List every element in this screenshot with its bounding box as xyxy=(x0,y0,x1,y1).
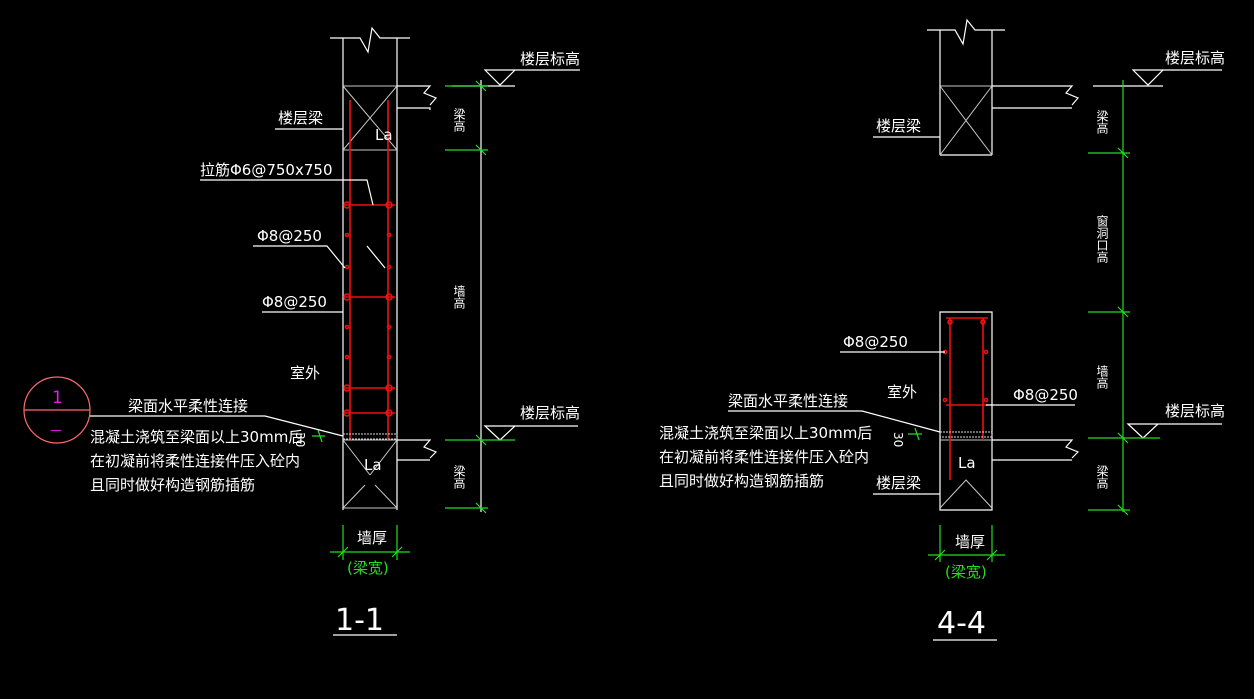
section-title: 4-4 xyxy=(937,606,986,641)
upper-wall xyxy=(927,18,1005,156)
bottom-beam-box xyxy=(939,439,993,509)
note-line-3: 且同时做好构造钢筋插筋 xyxy=(90,476,255,494)
rebar-dots xyxy=(343,201,393,417)
vertical-rebar xyxy=(349,100,389,440)
elevation-symbol-top xyxy=(1093,69,1222,87)
wall-column xyxy=(330,26,410,510)
anchor-top-label: La xyxy=(375,126,393,144)
elevation-symbol-bottom xyxy=(1126,423,1222,439)
dim-30-mark xyxy=(312,429,325,443)
wall-thickness-label: 墙厚 xyxy=(357,529,387,547)
beam-width-label: (梁宽) xyxy=(347,559,389,577)
top-beam-box xyxy=(342,85,398,151)
note-line-1: 混凝土浇筑至梁面以上30mm后 xyxy=(90,428,303,446)
section-title: 1-1 xyxy=(335,603,384,638)
lower-wall xyxy=(939,311,993,511)
dim-wall-height: 墙高 xyxy=(1095,365,1109,390)
dim-beam-height-bottom: 梁高 xyxy=(452,464,466,490)
floor-beam-label: 楼层梁 xyxy=(278,109,323,127)
bottom-slab xyxy=(992,439,1080,461)
rebar-label-2: Φ8@250 xyxy=(1013,386,1078,404)
detail-marker-number: 1 xyxy=(52,388,63,408)
beam-width-label: (梁宽) xyxy=(945,563,987,581)
wall-thickness-dim xyxy=(928,525,1005,562)
wall-thickness-label: 墙厚 xyxy=(955,533,985,551)
note-leader xyxy=(728,410,941,433)
detail-marker-sheet: — xyxy=(50,423,62,437)
bottom-beam-box xyxy=(342,439,398,509)
dim-line xyxy=(1088,80,1160,516)
rebars xyxy=(946,317,988,480)
tie-bars xyxy=(345,204,395,414)
note-line-1: 混凝土浇筑至梁面以上30mm后 xyxy=(659,424,872,442)
top-slab xyxy=(397,85,437,110)
dim-ticks xyxy=(445,80,515,514)
elevation-label-bottom: 楼层标高 xyxy=(1165,402,1225,420)
outdoor-label: 室外 xyxy=(290,364,320,382)
elevation-symbol-top xyxy=(452,69,580,87)
section-4-4: 楼层梁 Φ8@250 Φ8@250 室外 La 楼层梁 30 楼层标高 楼层标高… xyxy=(659,18,1225,641)
rebar-label-2: Φ8@250 xyxy=(262,293,327,311)
dim-wall-height: 墙高 xyxy=(452,285,466,310)
note-title: 梁面水平柔性连接 xyxy=(128,397,248,415)
top-slab xyxy=(992,85,1079,109)
wall-thickness-dim xyxy=(330,525,410,560)
dim-beam-height-top: 梁高 xyxy=(1095,109,1109,135)
rebar-label-1: Φ8@250 xyxy=(257,227,322,245)
note-line-3: 且同时做好构造钢筋插筋 xyxy=(659,472,824,490)
dim-30-label: 30 xyxy=(891,432,905,447)
note-line-2: 在初凝前将柔性连接件压入砼内 xyxy=(659,448,869,466)
elevation-label-top: 楼层标高 xyxy=(1165,49,1225,67)
outdoor-label: 室外 xyxy=(887,383,917,401)
section-1-1: 楼层梁 拉筋Φ6@750x750 Φ8@250 Φ8@250 室外 La La … xyxy=(23,26,580,638)
dim-30-label: 30 xyxy=(293,432,307,447)
note-leader xyxy=(90,415,344,437)
leader-lines xyxy=(200,128,386,313)
elevation-symbol-bottom xyxy=(483,425,578,441)
bottom-slab xyxy=(397,439,438,461)
note-line-2: 在初凝前将柔性连接件压入砼内 xyxy=(90,452,300,470)
dim-window-height: 窗洞口高 xyxy=(1095,215,1109,264)
elevation-label-top: 楼层标高 xyxy=(520,50,580,68)
leader-lines xyxy=(840,136,1075,495)
rebar-dots xyxy=(942,319,989,403)
tie-bar-label: 拉筋Φ6@750x750 xyxy=(200,161,333,179)
flexible-connector xyxy=(342,433,398,440)
elevation-label-bottom: 楼层标高 xyxy=(520,404,580,422)
floor-beam-bottom-label: 楼层梁 xyxy=(876,474,921,492)
floor-beam-top-label: 楼层梁 xyxy=(876,117,921,135)
dim-30-mark xyxy=(908,427,922,441)
anchor-bottom-label: La xyxy=(364,456,382,474)
top-beam-box xyxy=(939,85,993,156)
rebar-label-1: Φ8@250 xyxy=(843,333,908,351)
flexible-connector xyxy=(939,431,993,438)
dim-beam-height-bottom: 梁高 xyxy=(1095,464,1109,490)
dim-beam-height-top: 梁高 xyxy=(452,107,466,133)
anchor-bottom-label: La xyxy=(958,454,976,472)
note-title: 梁面水平柔性连接 xyxy=(728,392,848,410)
